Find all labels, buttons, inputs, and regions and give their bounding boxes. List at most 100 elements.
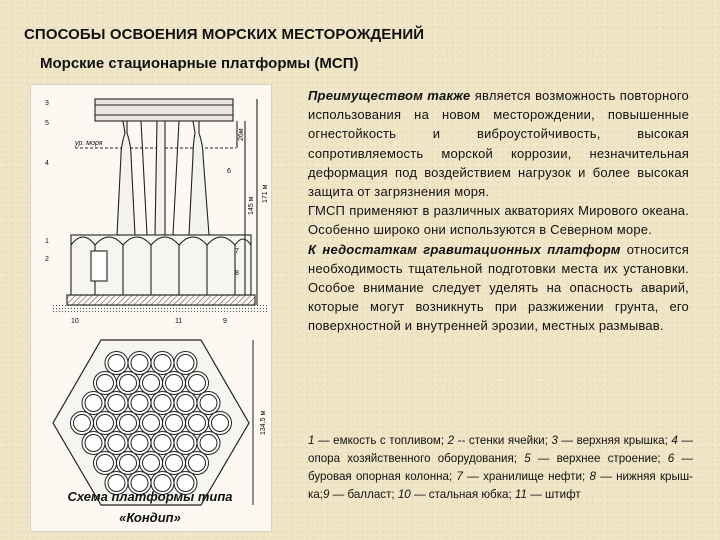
- plan-cell-inner: [119, 454, 137, 472]
- plan-cell-inner: [165, 414, 183, 432]
- figure-caption: Схема платформы типа «Кондип»: [30, 486, 270, 528]
- plan-cell-inner: [96, 374, 114, 392]
- elevation-view: [53, 98, 269, 313]
- plan-cell-inner: [119, 374, 137, 392]
- plan-cell-inner: [211, 414, 229, 432]
- legend-num-11: 11: [514, 488, 527, 501]
- label-11: 11: [175, 318, 182, 325]
- plan-cell-inner: [130, 354, 149, 372]
- plan-view: 134,5 м: [52, 339, 267, 506]
- plan-cell-inner: [96, 454, 114, 472]
- plan-cell-inner: [142, 454, 160, 472]
- legend-num-8: 8: [589, 470, 596, 483]
- caption-line-2: «Кондип»: [119, 510, 181, 525]
- legend-num-1: 1: [308, 434, 315, 447]
- plan-cell-inner: [130, 474, 149, 492]
- label-dim-depth: 145 м: [248, 196, 255, 215]
- plan-cell-inner: [107, 354, 126, 372]
- label-5: 5: [45, 120, 49, 127]
- plan-cell-inner: [188, 374, 206, 392]
- legend-text-7: — хранилище нефти;: [462, 470, 590, 483]
- legend-text-3: — верхняя крышка;: [557, 434, 672, 447]
- plan-cell-inner: [188, 454, 206, 472]
- label-10: 10: [71, 318, 79, 325]
- legend-text-8: — нижняя крыш-ка;: [308, 470, 693, 501]
- plan-cell-inner: [153, 354, 172, 372]
- plan-cell-inner: [176, 354, 195, 372]
- plan-cell-inner: [199, 394, 218, 412]
- plan-cell-inner: [130, 434, 149, 452]
- plan-cell-inner: [188, 414, 206, 432]
- plan-cell-inner: [176, 394, 195, 412]
- disadvantages-body: относится необходимость тщательной подго…: [308, 241, 689, 334]
- column-left: [116, 120, 136, 236]
- plan-cell-inner: [165, 374, 183, 392]
- ballast: [66, 294, 256, 306]
- label-8: 8: [235, 270, 239, 277]
- legend-text-10: — стальная юбка;: [410, 488, 515, 501]
- plan-cell-inner: [176, 434, 195, 452]
- label-dim-bottom: 134,5 м: [260, 411, 267, 435]
- plan-cell-inner: [165, 454, 183, 472]
- paragraph-advantages: Преимуществом также является возможность…: [308, 86, 689, 201]
- caption-line-1: Схема платформы типа: [67, 489, 233, 504]
- platform-figure: 3 5 ур. моря 4 6 1 7 2 8 10 11 9 26м 145…: [30, 84, 272, 532]
- legend-num-4: 4: [671, 434, 678, 447]
- plan-cell-inner: [107, 394, 126, 412]
- plan-cell-inner: [119, 414, 137, 432]
- seabed: [53, 305, 269, 313]
- plan-cell-inner: [153, 474, 172, 492]
- plan-cell-inner: [130, 394, 149, 412]
- advantages-lead: Преимуществом также: [308, 88, 471, 103]
- label-1: 1: [45, 238, 49, 245]
- legend-text-4: — опора хозяйственного оборудования;: [308, 434, 693, 465]
- label-4: 4: [45, 160, 49, 167]
- label-dim-top: 26м: [238, 128, 245, 141]
- plan-cell-inner: [153, 434, 172, 452]
- legend-text-11: — штифт: [526, 488, 581, 501]
- legend-num-9: 9: [323, 488, 330, 501]
- label-2: 2: [45, 256, 49, 263]
- legend-text-2: -- стенки ячейки;: [454, 434, 552, 447]
- column-right: [188, 120, 210, 236]
- paragraph-disadvantages: К недостаткам гравитационных платформ от…: [308, 240, 689, 336]
- label-9: 9: [223, 318, 227, 325]
- label-7: 7: [235, 248, 239, 255]
- label-sea-level: ур. моря: [74, 140, 103, 147]
- main-text: Преимуществом также является возможность…: [308, 86, 689, 336]
- legend-num-5: 5: [524, 452, 531, 465]
- legend-num-10: 10: [397, 488, 411, 501]
- page-subtitle: Морские стационарные платформы (МСП): [40, 55, 359, 72]
- paragraph-usage: ГМСП применяют в различных акваториях Ми…: [308, 203, 689, 238]
- fuel-tank: [90, 250, 108, 282]
- legend-num-6: 6: [667, 452, 675, 465]
- plan-cell-inner: [176, 474, 195, 492]
- plan-cell-inner: [107, 434, 126, 452]
- plan-cell-inner: [84, 434, 103, 452]
- figure-legend: 1 — емкость с топливом; 2 -- стенки ячей…: [308, 432, 693, 504]
- label-3: 3: [45, 100, 49, 107]
- label-6: 6: [227, 168, 231, 175]
- plan-cell-inner: [142, 414, 160, 432]
- label-dim-total: 171 м: [262, 184, 269, 203]
- legend-text-6: — буровая опорная колонна;: [308, 452, 693, 483]
- plan-cell-inner: [84, 394, 103, 412]
- column-center: [154, 120, 166, 236]
- legend-text-5: — верхнее строение;: [530, 452, 668, 465]
- legend-num-7: 7: [456, 470, 463, 483]
- plan-cell-inner: [142, 374, 160, 392]
- legend-num-2: 2: [447, 434, 455, 447]
- platform-diagram: 3 5 ур. моря 4 6 1 7 2 8 10 11 9 26м 145…: [45, 98, 269, 506]
- plan-cell-inner: [153, 394, 172, 412]
- advantages-body: является возможность повторного использо…: [308, 88, 689, 200]
- legend-text-9: — балласт;: [329, 488, 398, 501]
- plan-cell-inner: [199, 434, 218, 452]
- legend-num-3: 3: [551, 434, 558, 447]
- disadvantages-lead: К недостаткам гравитационных платформ: [308, 241, 621, 257]
- page-title: СПОСОБЫ ОСВОЕНИЯ МОРСКИХ МЕСТОРОЖДЕНИЙ: [24, 26, 425, 43]
- plan-cell-inner: [107, 474, 126, 492]
- upper-structure: [94, 98, 234, 122]
- plan-cell-inner: [96, 414, 114, 432]
- plan-cell-inner: [73, 414, 91, 432]
- legend-text-1: — емкость с топливом;: [314, 434, 448, 447]
